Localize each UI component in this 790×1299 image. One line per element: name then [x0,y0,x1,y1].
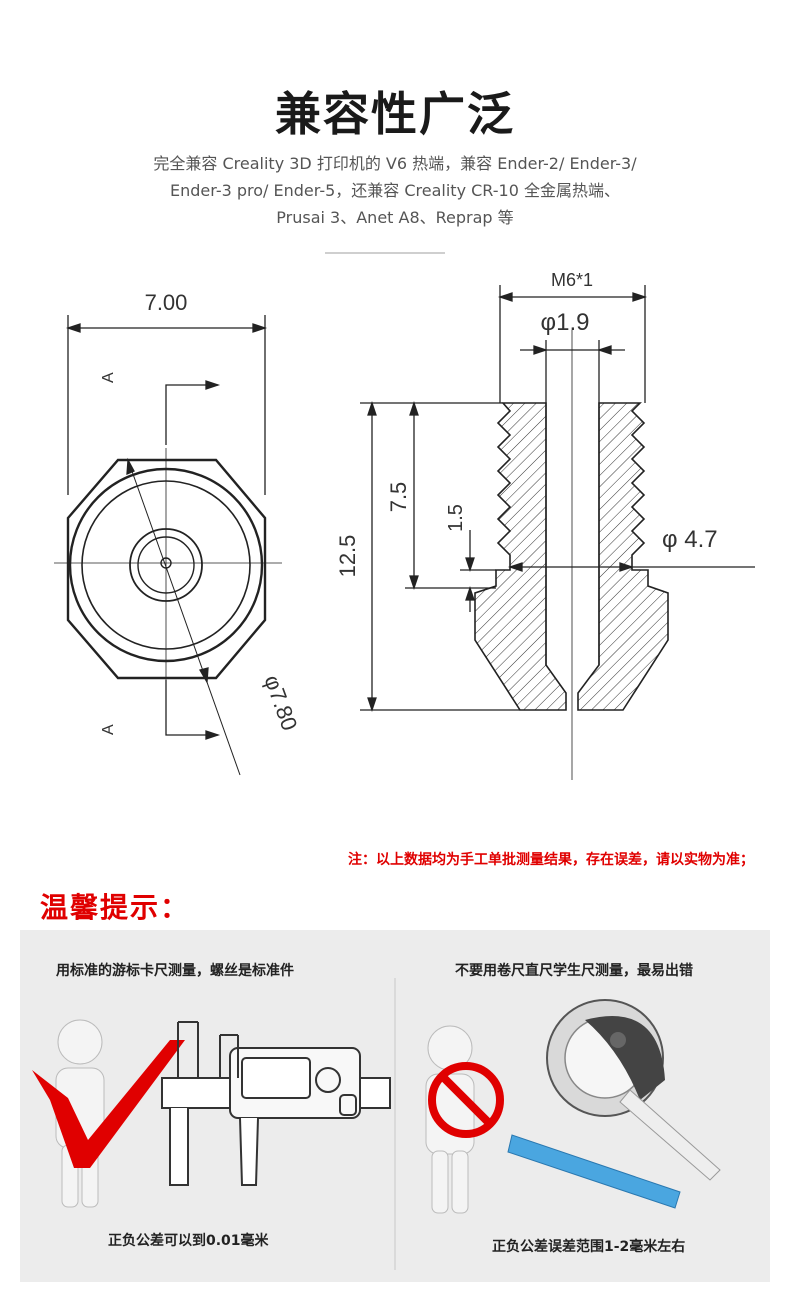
front-view [54,315,282,776]
tip-length-label: 1.5 [445,504,467,532]
total-length-label: 12.5 [335,535,360,578]
left-caption: 用标准的游标卡尺测量，螺丝是标准件 [56,963,294,979]
page-title: 兼容性广泛 [275,87,515,141]
right-subcaption: 正负公差误差范围1-2毫米左右 [492,1239,686,1255]
technical-drawing: 7.00 A A φ7.80 [54,270,755,780]
desc-line-3: Prusai 3、Anet A8、Reprap 等 [276,208,514,227]
divider [325,252,445,254]
section-mark-bottom: A [100,724,117,735]
thread-label: M6*1 [551,270,593,290]
bore-label: φ1.9 [541,309,590,336]
thread-diameter-label: φ 4.7 [662,526,718,553]
section-view [360,285,755,780]
measurement-note: 注：以上数据均为手工单批测量结果，存在误差，请以实物为准； [348,852,754,868]
outer-diameter-label: φ7.80 [259,672,302,734]
tape-measure-icon [507,999,721,1209]
checkmark-icon [32,1040,185,1168]
tips-title: 温馨提示： [40,891,191,924]
section-mark-top: A [100,372,117,383]
desc-line-2: Ender-3 pro/ Ender-5，还兼容 Creality CR-10 … [170,181,620,200]
tips-illustrations [32,978,721,1270]
caliper-icon [161,1021,391,1186]
left-subcaption: 正负公差可以到0.01毫米 [108,1233,269,1249]
tips-panel: 用标准的游标卡尺测量，螺丝是标准件 不要用卷尺直尺学生尺测量，最易出错 正负公差… [20,930,770,1282]
prohibited-icon [428,1062,504,1138]
right-caption: 不要用卷尺直尺学生尺测量，最易出错 [455,963,693,979]
front-width-label: 7.00 [145,290,188,315]
figure-right-icon [425,1025,475,1214]
compatibility-description: 完全兼容 Creality 3D 打印机的 V6 热端，兼容 Ender-2/ … [95,150,695,231]
desc-line-1: 完全兼容 Creality 3D 打印机的 V6 热端，兼容 Ender-2/ … [153,154,637,173]
thread-length-label: 7.5 [386,482,411,513]
